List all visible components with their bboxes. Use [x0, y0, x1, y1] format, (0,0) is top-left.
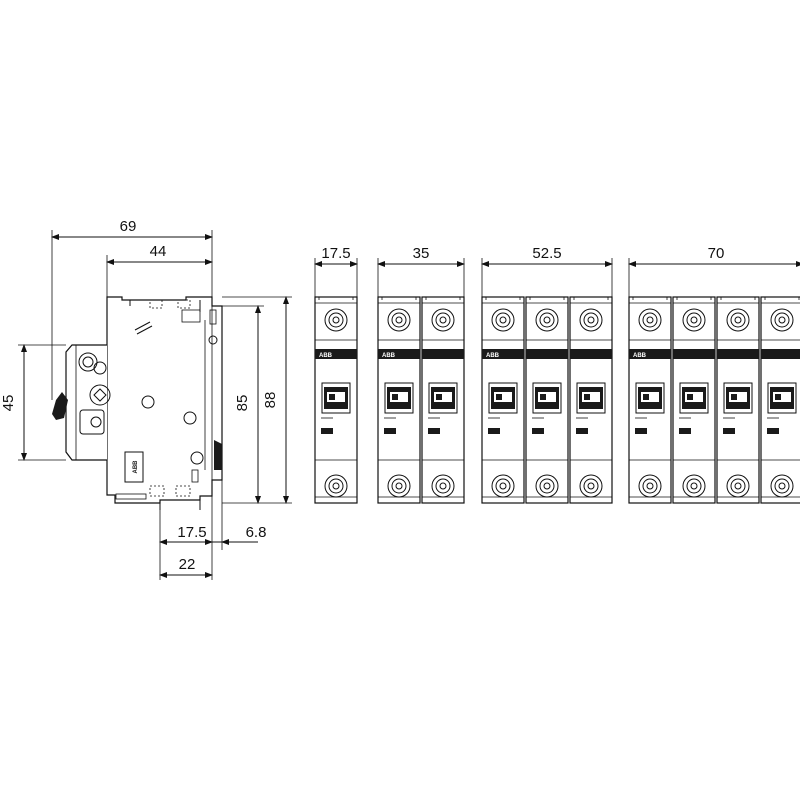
status-indicator: [576, 428, 588, 434]
dim-height-handle: 45: [0, 395, 17, 412]
side-view: ABB 69 44 45 85 88 17.5: [0, 218, 292, 580]
breaker-pole: [672, 296, 716, 504]
front-brand-logo: ABB: [382, 353, 396, 359]
dim-rail-width: 17.5: [177, 524, 206, 541]
dim-rail-depth: 22: [179, 556, 196, 573]
front-brand-logo: ABB: [486, 353, 500, 359]
status-indicator: [723, 428, 735, 434]
front-view-3-pole: ABB 52.5: [481, 245, 613, 504]
front-view-2-pole: ABB 35: [377, 245, 465, 504]
dim-front-width: 17.5: [321, 245, 350, 262]
front-view-4-pole: ABB 70: [628, 245, 800, 504]
dim-rail-offset: 6.8: [246, 524, 267, 541]
breaker-pole: [628, 296, 672, 504]
status-indicator: [488, 428, 500, 434]
status-indicator: [428, 428, 440, 434]
side-brand-logo: ABB: [133, 460, 139, 474]
dim-height-total: 88: [262, 392, 279, 409]
breaker-pole: [525, 296, 569, 504]
breaker-pole: [716, 296, 760, 504]
dim-front-width: 52.5: [532, 245, 561, 262]
front-view-1-pole: ABB 17.5: [314, 245, 358, 504]
status-indicator: [532, 428, 544, 434]
dim-width-front: 44: [150, 243, 167, 260]
breaker-pole: [314, 296, 358, 504]
dim-front-width: 70: [708, 245, 725, 262]
dim-front-width: 35: [413, 245, 430, 262]
breaker-pole: [569, 296, 613, 504]
status-indicator: [635, 428, 647, 434]
dim-width-total: 69: [120, 218, 137, 235]
breaker-pole: [421, 296, 465, 504]
toggle-handle: [52, 392, 68, 420]
breaker-pole: [760, 296, 800, 504]
rail-clip: [214, 440, 222, 470]
status-indicator: [321, 428, 333, 434]
front-brand-logo: ABB: [319, 353, 333, 359]
dim-height-body: 85: [234, 395, 251, 412]
status-indicator: [767, 428, 779, 434]
front-brand-logo: ABB: [633, 353, 647, 359]
status-indicator: [679, 428, 691, 434]
breaker-pole: [481, 296, 525, 504]
status-indicator: [384, 428, 396, 434]
breaker-pole: [377, 296, 421, 504]
